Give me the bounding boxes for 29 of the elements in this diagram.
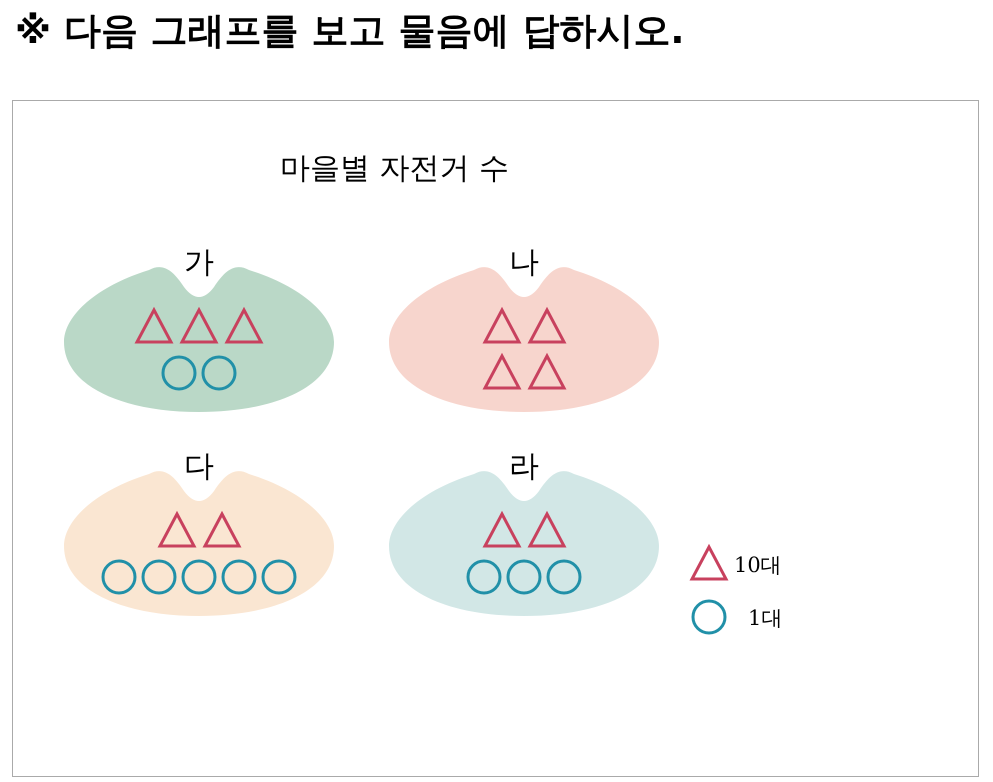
village-label: 가 xyxy=(183,244,215,282)
circle-icon xyxy=(100,558,138,596)
village-label: 다 xyxy=(183,448,215,486)
circle-icon xyxy=(140,558,178,596)
circle-icon xyxy=(160,354,198,392)
circle-icon xyxy=(465,558,503,596)
chart-title: 마을별 자전거 수 xyxy=(280,150,510,188)
triangle-icon xyxy=(180,308,218,346)
triangle-icon xyxy=(528,308,566,346)
triangle-icon xyxy=(482,308,520,346)
triangle-icon xyxy=(202,512,240,550)
circle-icon xyxy=(200,354,238,392)
circle-icon xyxy=(260,558,298,596)
triangle-icon xyxy=(225,308,263,346)
triangle-icon xyxy=(528,512,566,550)
instruction-heading: ※ 다음 그래프를 보고 물음에 답하시오. xyxy=(15,8,684,54)
circle-icon xyxy=(220,558,258,596)
circle-icon xyxy=(180,558,218,596)
legend-text: 10대 xyxy=(734,552,782,579)
circle-icon xyxy=(545,558,583,596)
triangle-icon xyxy=(482,512,520,550)
circle-icon xyxy=(505,558,543,596)
village-label: 나 xyxy=(508,244,540,282)
triangle-icon xyxy=(528,354,566,392)
triangle-icon xyxy=(482,354,520,392)
village-label: 라 xyxy=(508,448,540,486)
triangle-icon xyxy=(135,308,173,346)
triangle-icon xyxy=(158,512,196,550)
legend-text: 1대 xyxy=(748,605,782,632)
